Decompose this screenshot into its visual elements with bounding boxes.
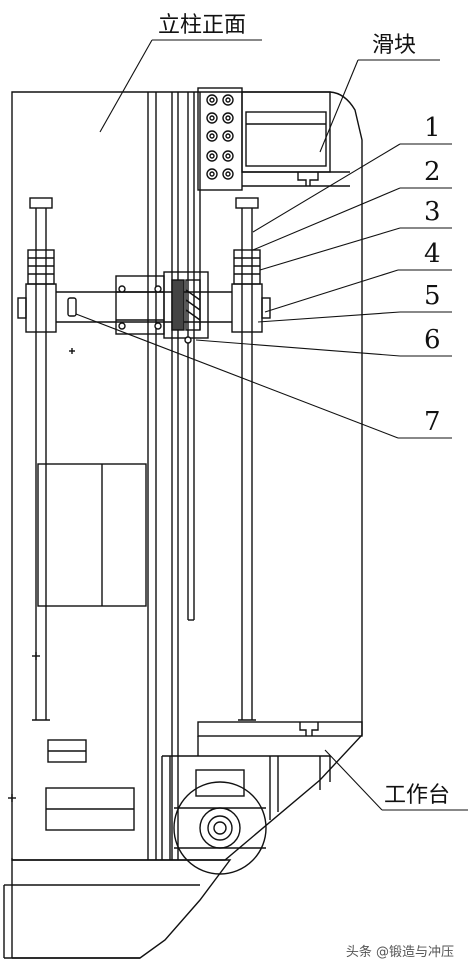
callout-1: 1 <box>424 113 441 143</box>
callout-2: 2 <box>424 157 441 187</box>
worktable <box>161 721 363 860</box>
right-rod-assembly <box>231 197 271 721</box>
callout-6: 6 <box>424 325 441 355</box>
vertical-guide-rails <box>147 92 201 860</box>
callout-7: 7 <box>424 407 441 437</box>
leader-lines <box>75 39 468 811</box>
control-panel <box>32 463 147 660</box>
slider-bolts <box>206 94 234 180</box>
label-worktable: 工作台 <box>384 783 450 808</box>
callout-5: 5 <box>424 281 441 311</box>
crossbar-clamp <box>56 271 232 354</box>
drive-drum <box>173 769 267 875</box>
label-slider: 滑块 <box>372 33 416 58</box>
column-body <box>3 91 363 959</box>
label-column-front: 立柱正面 <box>158 13 246 38</box>
left-rod-assembly <box>17 197 57 721</box>
callout-4: 4 <box>424 239 441 269</box>
slider-block <box>197 87 350 191</box>
bottom-fittings <box>8 739 135 831</box>
watermark: 头条 @锻造与冲压 <box>341 940 458 961</box>
callout-3: 3 <box>424 197 441 227</box>
